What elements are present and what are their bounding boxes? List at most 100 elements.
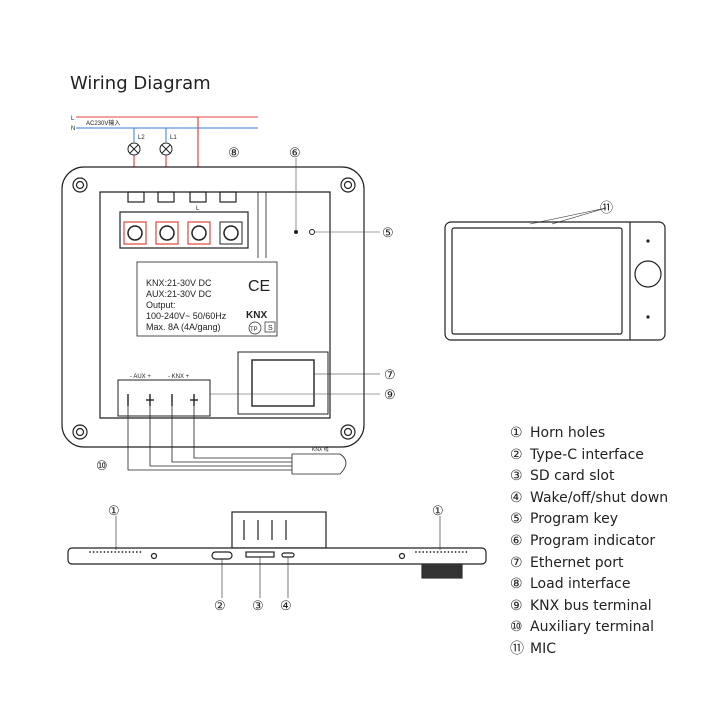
bus-terminal-block: - AUX + - KNX + [117,374,380,417]
legend-number: ⑤ [510,511,523,528]
ac-input-label: AC230V输入 [86,119,120,127]
callout-1-left: ① [108,503,120,518]
horn-hole-dot [107,551,109,553]
horn-hole-dot [461,551,464,553]
svg-text:L1: L1 [170,135,177,141]
device-front-view [444,207,666,341]
device-side-view [67,511,487,598]
legend-item: ⑨ KNX bus terminal [510,596,710,618]
spec-label: KNX:21-30V DC AUX:21-30V DC Output: 100-… [136,261,278,337]
svg-text:100-240V~ 50/60Hz: 100-240V~ 50/60Hz [146,311,227,321]
horn-hole-dot [433,551,435,553]
callout-8: ⑧ [228,145,240,160]
legend-number: ③ [510,468,523,485]
cable-label: KNX 线 [312,446,329,453]
legend-label: Ethernet port [530,554,624,571]
callout-11: ⑪ [600,200,613,215]
legend-number: ⑦ [510,554,523,571]
legend-label: Horn holes [530,425,606,441]
legend-item: ⑦ Ethernet port [510,553,710,575]
legend-item: ① Horn holes [510,423,710,445]
horn-hole-dot [125,551,127,553]
legend-item: ④ Wake/off/shut down [510,488,710,510]
legend-label: KNX bus terminal [530,597,652,614]
horn-hole-dot [103,551,106,553]
callout-5: ⑤ [382,225,394,240]
svg-text:AUX:21-30V DC: AUX:21-30V DC [146,289,212,299]
legend-label: Load interface [530,576,631,593]
load-terminals: L [123,206,243,245]
line-label: L [71,116,75,122]
legend-item: ⑧ Load interface [510,574,710,596]
horn-holes [89,551,468,553]
horn-hole-dot [121,551,124,553]
horn-hole-dot [443,551,446,553]
legend-item: ⑥ Program indicator [510,531,710,553]
legend-item: ② Type-C interface [510,445,710,467]
horn-hole-dot [89,551,91,553]
horn-hole-dot [117,551,120,553]
horn-hole-dot [454,551,457,553]
horn-hole-dot [114,551,117,553]
s-mark: S [268,325,273,332]
callout-9: ⑨ [384,387,396,402]
horn-hole-dot [132,551,135,553]
knx-header: - KNX + [168,374,190,380]
program-indicator [294,158,298,234]
program-key [309,229,380,235]
horn-hole-dot [425,551,428,553]
legend-number: ④ [510,489,523,506]
bus-cable: KNX 线 [127,406,347,475]
legend-number: ⑪ [510,640,524,657]
horn-hole-dot [128,551,131,553]
callout-6: ⑥ [289,145,301,160]
callout-10: ⑩ [96,458,108,473]
callout-2: ② [214,598,226,613]
horn-hole-dot [96,551,99,553]
ethernet-port [237,351,380,415]
horn-hole-dot [436,551,439,553]
legend-number: ② [510,446,523,463]
callouts: ① ① ② ③ ④ ⑤ ⑥ ⑦ ⑧ ⑨ ⑩ ⑪ [96,145,613,613]
horn-hole-dot [440,551,443,553]
horn-hole-dot [465,551,468,553]
legend-item: ⑪ MIC [510,639,710,661]
callout-3: ③ [252,598,264,613]
callout-4: ④ [280,598,292,613]
horn-hole-dot [418,551,421,553]
ce-mark: CE [248,278,270,295]
legend-label: MIC [530,640,556,657]
component-legend: ① Horn holes ② Type-C interface ③ SD card slo… [510,423,710,661]
svg-text:L2: L2 [138,135,145,141]
svg-text:KNX:21-30V DC: KNX:21-30V DC [146,278,212,288]
horn-hole-dot [135,551,138,553]
supply-wires: L N AC230V输入 [71,116,258,228]
terminal-l-label: L [196,206,200,212]
horn-hole-dot [99,551,102,553]
legend-label: Wake/off/shut down [530,489,669,506]
legend-number: ⑨ [510,597,523,614]
horn-hole-dot [429,551,432,553]
legend-label: Type-C interface [530,446,644,463]
legend-label: Program indicator [530,532,656,549]
tp-mark: TP [250,327,258,333]
neutral-label: N [71,126,75,132]
legend-number: ① [510,425,523,441]
svg-text:Output:: Output: [146,300,176,310]
horn-hole-dot [451,551,453,553]
legend-number: ⑥ [510,532,523,549]
legend-item: ③ SD card slot [510,466,710,488]
horn-hole-dot [458,551,461,553]
legend-label: Auxiliary terminal [530,619,654,636]
callout-1-right: ① [432,503,444,518]
aux-header: - AUX + [130,374,151,380]
diagram-title: Wiring Diagram [70,73,211,94]
horn-hole-dot [422,551,425,553]
legend-number: ⑧ [510,576,523,593]
knx-mark: KNX [246,310,267,321]
legend-label: SD card slot [530,468,615,485]
callout-7: ⑦ [384,367,396,382]
